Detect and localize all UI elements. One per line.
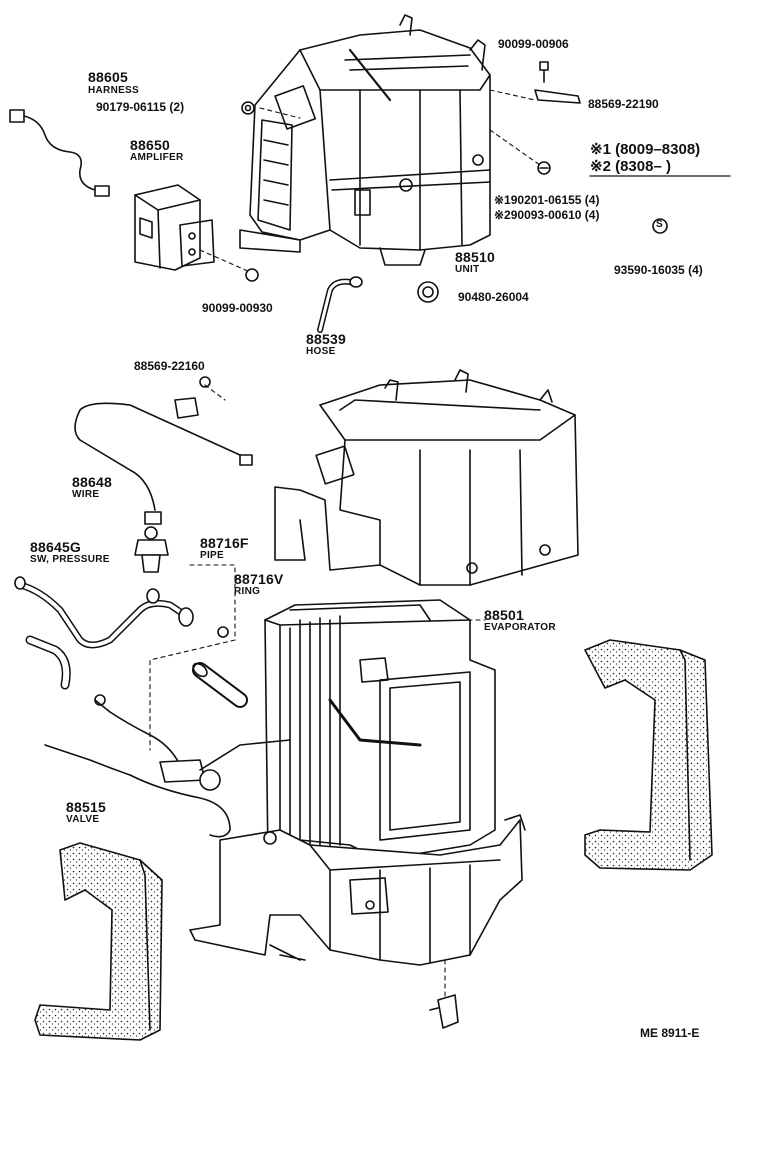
ring-part-number: 88716V — [234, 571, 284, 587]
screw-2-part-number: ※290093-00610 (4) — [494, 208, 600, 222]
unit-name: UNIT — [455, 264, 480, 275]
unit-88510-drawing — [239, 14, 491, 266]
legend-line-2: ※2 (8308– ) — [590, 159, 671, 174]
pressure-switch-name: SW, PRESSURE — [30, 554, 110, 565]
fasteners-top-drawing — [241, 61, 668, 303]
legend-range-1: (8009–8308) — [615, 141, 701, 158]
valve-name: VALVE — [66, 814, 100, 825]
lower-case-drawing — [189, 814, 526, 966]
amplifier-name: AMPLIFER — [130, 152, 184, 163]
pipe-88716F-drawing — [14, 576, 229, 649]
bracket-part-number: 88569-22190 — [588, 97, 659, 111]
upper-case-drawing — [274, 369, 579, 586]
harness-88605-drawing — [9, 109, 110, 197]
grommet-part-number: 90480-26004 — [458, 290, 529, 304]
evaporator-name: EVAPORATOR — [484, 622, 556, 633]
foam-seal-left — [34, 842, 163, 1041]
wire-name: WIRE — [72, 489, 100, 500]
legend-line-1: ※1 (8009–8308) — [590, 142, 700, 157]
screw-top-part-number: 90099-00906 — [498, 37, 569, 51]
drain-hoses-drawing — [25, 635, 248, 708]
foam-seal-right — [584, 639, 713, 871]
screw-amp-part-number: 90099-00930 — [202, 301, 273, 315]
bolt-part-number: 90179-06115 (2) — [96, 100, 185, 114]
valve-88515-drawing — [44, 694, 291, 838]
amplifier-part-number: 88650 — [130, 137, 170, 153]
ring-name: RING — [234, 586, 261, 597]
hose-part-number: 88539 — [306, 331, 346, 347]
pipe-name: PIPE — [200, 550, 224, 561]
unit-part-number: 88510 — [455, 249, 495, 265]
wire-part-number: 88648 — [72, 474, 112, 490]
amplifier-88650-drawing — [134, 184, 215, 271]
pressure-switch-88645G-drawing — [134, 526, 169, 573]
hose-88539-drawing — [317, 276, 363, 333]
hose-name: HOSE — [306, 346, 336, 357]
leader-lines-top — [199, 89, 541, 273]
diagram-code: ME 8911-E — [640, 1026, 700, 1040]
drain-clip-drawing — [429, 994, 459, 1029]
evaporator-part-number: 88501 — [484, 607, 524, 623]
clip-part-number: 88569-22160 — [134, 359, 205, 373]
clamp-symbol: S — [656, 219, 663, 230]
harness-part-number: 88605 — [88, 69, 128, 85]
pressure-switch-part-number: 88645G — [30, 539, 82, 555]
clamp-part-number: 93590-16035 (4) — [614, 263, 703, 277]
screw-1-part-number: ※190201-06155 (4) — [494, 193, 600, 207]
wire-88648-drawing — [74, 376, 253, 525]
valve-part-number: 88515 — [66, 799, 106, 815]
leader-lines-lower — [149, 384, 486, 1001]
legend-range-2: (8308– ) — [615, 158, 671, 175]
legend-mark-2: ※2 — [590, 158, 611, 175]
pipe-part-number: 88716F — [200, 535, 249, 551]
harness-name: HARNESS — [88, 85, 139, 96]
evaporator-88501-drawing — [264, 599, 496, 861]
legend-mark-1: ※1 — [590, 141, 611, 158]
